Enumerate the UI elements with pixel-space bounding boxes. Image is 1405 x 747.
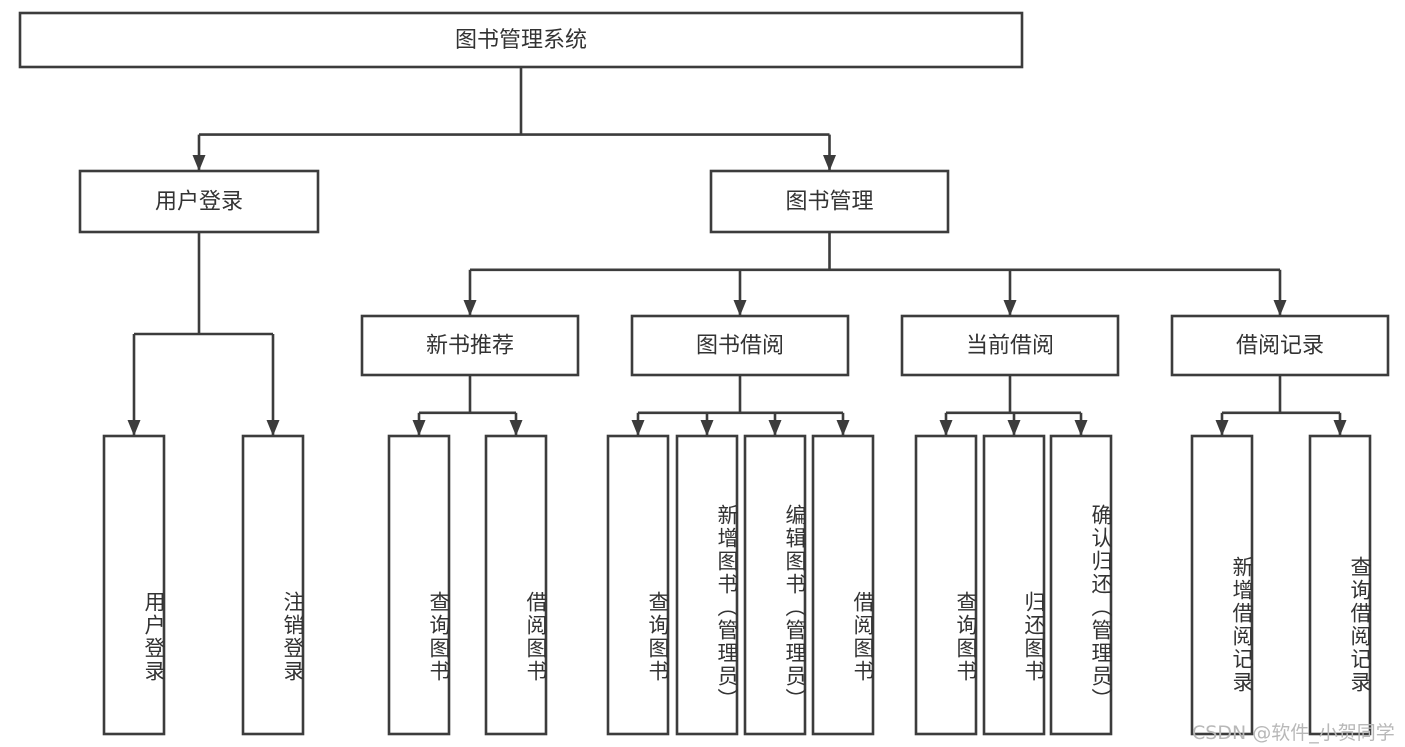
node-box-leaf-query-book-1[interactable] (387, 434, 451, 736)
node-label-current-borrow: 当前借阅 (966, 334, 1054, 359)
node-box-leaf-add-book[interactable] (675, 434, 739, 736)
arrow-head-leaf-edit-book (768, 420, 782, 436)
node-box-user-login[interactable] (78, 169, 320, 234)
node-box-book-manage[interactable] (709, 169, 950, 234)
node-box-root[interactable] (18, 11, 1024, 69)
node-box-leaf-borrow-book-1[interactable] (484, 434, 548, 736)
node-box-leaf-query-record[interactable] (1308, 434, 1372, 736)
node-box-leaf-edit-book[interactable] (743, 434, 807, 736)
node-box-new-book-recommend[interactable] (360, 314, 580, 377)
node-box-leaf-borrow-book-2[interactable] (811, 434, 875, 736)
node-box-book-borrow[interactable] (630, 314, 850, 377)
node-box-leaf-add-record[interactable] (1190, 434, 1254, 736)
arrow-head-book-borrow (733, 300, 747, 316)
node-label-book-manage: 图书管理 (785, 190, 873, 215)
node-box-leaf-confirm-return[interactable] (1049, 434, 1113, 736)
arrow-head-leaf-add-record (1215, 420, 1229, 436)
arrow-head-leaf-query-book-1 (412, 420, 426, 436)
arrow-head-leaf-query-record (1333, 420, 1347, 436)
node-box-leaf-user-logout[interactable] (241, 434, 305, 736)
arrow-head-leaf-query-book-3 (939, 420, 953, 436)
arrow-head-borrow-record (1273, 300, 1287, 316)
node-label-user-login: 用户登录 (155, 190, 243, 215)
node-box-leaf-return-book[interactable] (982, 434, 1046, 736)
node-label-root: 图书管理系统 (455, 28, 587, 53)
arrow-head-current-borrow (1003, 300, 1017, 316)
arrow-head-leaf-add-book (700, 420, 714, 436)
arrow-head-leaf-borrow-book-1 (509, 420, 523, 436)
arrow-head-book-manage (823, 155, 836, 171)
arrow-head-leaf-return-book (1007, 420, 1021, 436)
arrow-head-leaf-user-login (127, 420, 141, 436)
node-box-leaf-query-book-2[interactable] (606, 434, 670, 736)
node-label-book-borrow: 图书借阅 (696, 334, 784, 359)
arrow-head-leaf-query-book-2 (631, 420, 645, 436)
arrow-head-leaf-user-logout (266, 420, 280, 436)
edge-layer (127, 67, 1347, 436)
csdn-watermark: CSDN @软件_小贺同学 (1192, 722, 1395, 744)
node-label-new-book-recommend: 新书推荐 (426, 334, 514, 359)
node-box-leaf-query-book-3[interactable] (914, 434, 978, 736)
arrow-head-leaf-confirm-return (1074, 420, 1088, 436)
arrow-head-user-login (192, 155, 206, 171)
arrow-head-leaf-borrow-book-2 (836, 420, 850, 436)
box-layer (18, 11, 1390, 736)
node-label-borrow-record: 借阅记录 (1236, 334, 1324, 359)
node-box-borrow-record[interactable] (1170, 314, 1390, 377)
node-box-leaf-user-login[interactable] (102, 434, 166, 736)
node-box-current-borrow[interactable] (900, 314, 1120, 377)
arrow-head-new-book-recommend (463, 300, 477, 316)
